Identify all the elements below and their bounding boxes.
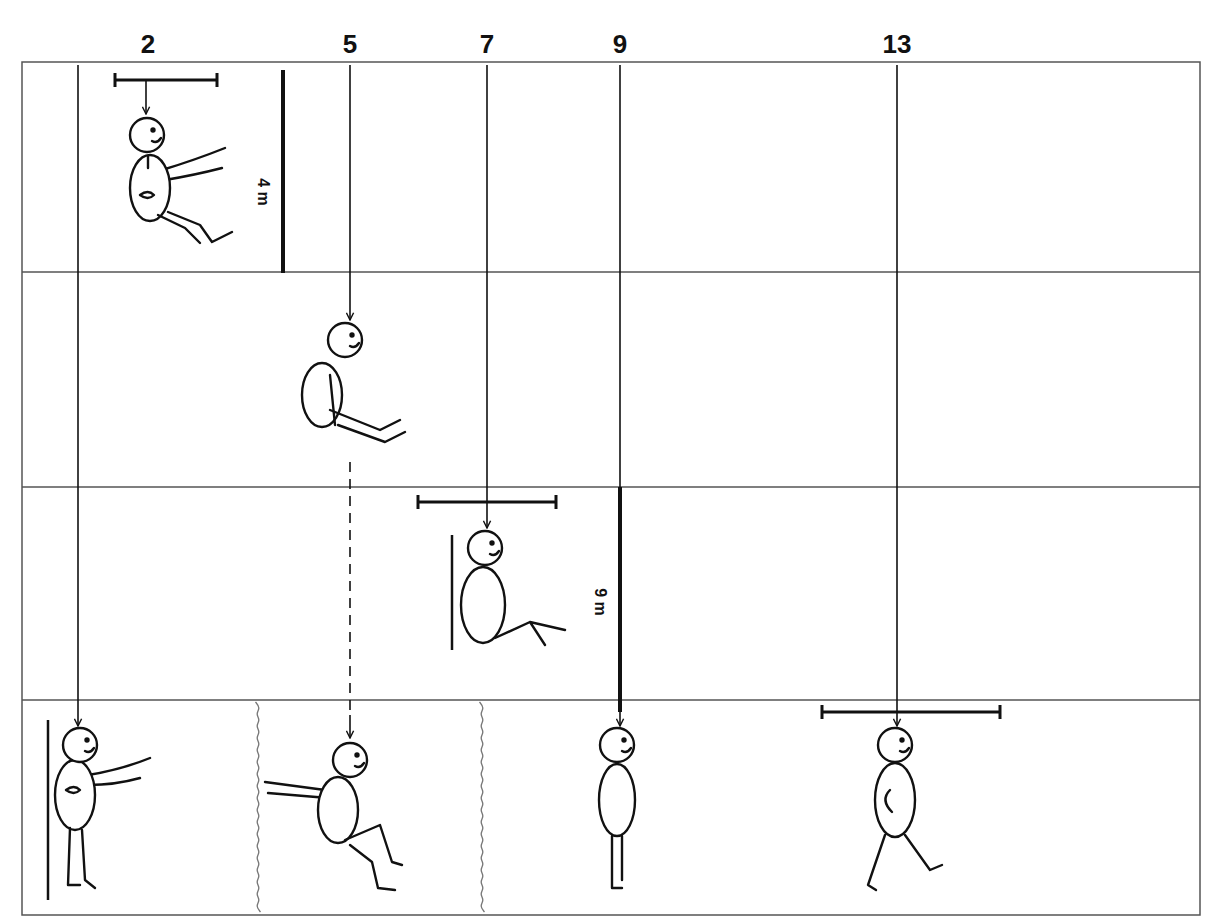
figure [328,323,362,357]
figure [623,739,626,742]
figure [63,728,97,762]
wavy-divider [256,702,485,912]
figure [140,192,154,198]
figure [612,836,622,888]
figure [318,777,358,843]
bar [115,79,217,82]
bar [821,705,824,719]
bar [999,705,1002,719]
figure [351,334,354,337]
figure [333,743,367,777]
figure [130,118,164,152]
dimension-bar [281,70,285,273]
fall-line [349,715,351,738]
bar [216,73,219,87]
figure [88,758,150,785]
fall-line [486,65,488,528]
figure [158,212,232,243]
figure [622,748,631,752]
figure [152,138,161,142]
grid-frame [22,699,1200,701]
figure [901,739,904,742]
figure [490,551,499,555]
fall-line [77,65,79,726]
figure [152,129,155,132]
wall [47,720,50,900]
fall-line [78,65,897,738]
bar [417,495,420,509]
figure [350,343,359,347]
figure [600,728,634,762]
figure [162,148,225,180]
figure [878,728,912,762]
figure [885,790,892,812]
fall-line [349,65,351,320]
fall-line [145,80,147,114]
fall-line [619,65,621,726]
figure [345,825,402,890]
figure [86,739,89,742]
figure [875,763,915,837]
column-number: 9 [613,31,627,57]
figure [55,760,95,830]
figure [355,763,364,767]
grid-frame [22,62,1200,915]
figure [130,155,170,221]
wavy-divider [256,702,261,912]
column-number: 5 [343,31,357,57]
dimension-label: 9 m [592,588,608,616]
figure [302,363,342,427]
figure [85,748,94,752]
fall-line [896,65,898,726]
column-number: 13 [883,31,912,57]
figure [900,748,909,752]
bar [822,711,1000,714]
figure [55,118,942,890]
bar [115,73,1000,719]
dimension-bar [283,70,620,712]
figure [868,835,942,890]
figure [461,567,505,643]
bar [114,73,117,87]
figure [330,410,405,442]
fall-line [349,462,351,715]
figure [66,787,80,793]
figure [265,782,328,798]
bar [418,501,556,504]
bar [555,495,558,509]
grid-frame [22,486,1200,488]
figure [356,754,359,757]
figure [147,156,149,168]
grid-frame [22,271,1200,273]
dimension-label: 4 m [255,178,271,206]
wavy-divider [480,702,485,912]
grid-frame [22,62,1200,915]
figure [330,375,335,425]
figure [491,542,494,545]
figure [599,764,635,836]
figure [495,622,565,645]
wall [451,535,454,650]
wall [48,535,452,900]
column-number: 7 [480,31,494,57]
dimension-bar [618,487,622,712]
column-number: 2 [141,31,155,57]
figure [68,828,95,888]
figure [468,531,502,565]
